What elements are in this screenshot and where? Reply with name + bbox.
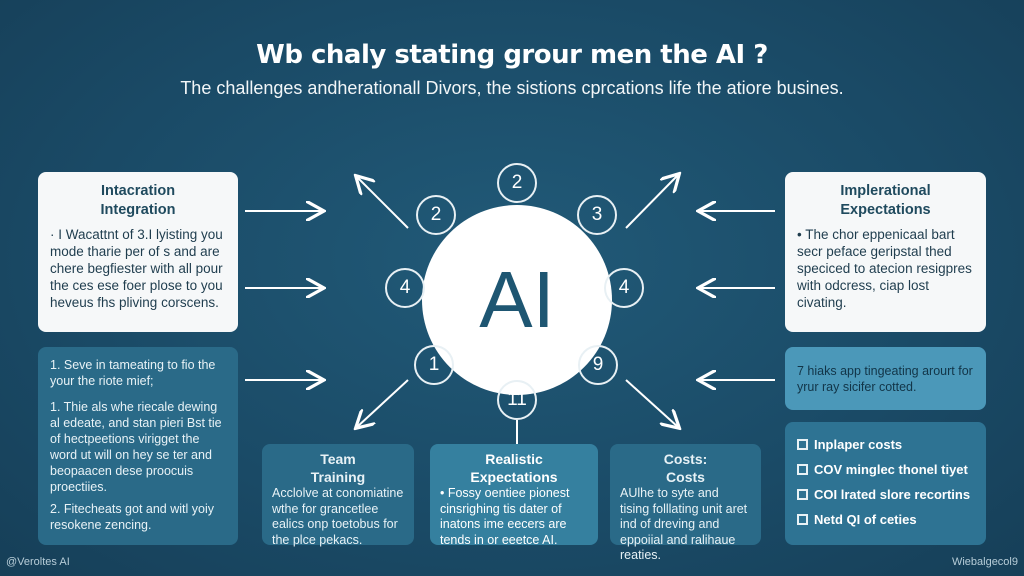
checklist-card: Inplaper costs COV minglec thonel tiyet … xyxy=(785,422,986,545)
card-title: Expectations xyxy=(840,202,931,218)
card-title: Training xyxy=(310,469,366,485)
card-body: • Fossy oentiee pionest cinsrighing tis … xyxy=(440,486,570,547)
step-text: 1. Seve in tameating to fio the your the… xyxy=(50,358,216,388)
checklist-label: COI lrated slore recortins xyxy=(814,487,971,502)
step-text: 2. Fitecheats got and witl yoiy resokene… xyxy=(50,502,214,532)
checklist-item: COV minglec thonel tiyet xyxy=(797,461,974,478)
ai-label: AI xyxy=(479,255,555,344)
costs-card: Costs: Costs AUlhe to syte and tising fol… xyxy=(610,444,761,562)
steps-card: 1. Seve in tameating to fio the your the… xyxy=(38,347,238,545)
page-title: Wb chaly stating grour men the AI ? xyxy=(256,40,768,70)
checklist-label: Inplaper costs xyxy=(814,437,903,452)
checklist-label: Netd QI of ceties xyxy=(814,512,917,527)
node-circle: 1 xyxy=(414,345,454,385)
checklist-label: COV minglec thonel tiyet xyxy=(814,462,968,477)
node-circle: 2 xyxy=(416,195,456,235)
checklist-item: COI lrated slore recortins xyxy=(797,486,974,503)
card-title: Team xyxy=(320,451,356,467)
card-body: • The chor eppenicaal bart secr peface g… xyxy=(797,227,972,310)
card-title: Realistic xyxy=(485,451,543,467)
card-title: Intacration xyxy=(100,183,176,199)
node-circle: 9 xyxy=(578,345,618,385)
arrow-diag-ul xyxy=(357,177,409,229)
node-circle: 2 xyxy=(497,163,537,203)
footer-credit: @Veroltes AI xyxy=(6,556,70,568)
step-text: 1. Thie als whe riecale dewing al edeate… xyxy=(50,400,222,494)
checkbox-icon xyxy=(797,514,808,525)
node-circle: 4 xyxy=(385,268,425,308)
node-circle: 11 xyxy=(497,380,537,420)
arrow-diag-ll xyxy=(357,379,409,427)
page-subtitle: The challenges andherationall Divors, th… xyxy=(180,78,844,98)
card-title: Implerational xyxy=(840,183,931,199)
checkbox-checked-icon xyxy=(797,464,808,475)
card-body: AUlhe to syte and tising folllating unit… xyxy=(620,486,748,562)
card-title: Costs: xyxy=(663,451,708,467)
tip-card: 7 hiaks app tingeating arourt for yrur r… xyxy=(785,347,986,410)
card-body: 7 hiaks app tingeating arourt for yrur r… xyxy=(797,364,973,394)
node-circle: 3 xyxy=(577,195,617,235)
checklist-item: Netd QI of ceties xyxy=(797,511,974,528)
arrow-diag-ur xyxy=(625,175,678,229)
checkbox-checked-icon xyxy=(797,489,808,500)
arrow-diag-lr xyxy=(625,379,678,427)
card-body: Acclolve at conomiatine wthe for grancet… xyxy=(272,486,404,547)
card-body: · I Wacattnt of 3.I lyisting you mode th… xyxy=(50,227,223,310)
card-title: Costs xyxy=(666,469,705,485)
node-circle: 4 xyxy=(604,268,644,308)
checkbox-icon xyxy=(797,439,808,450)
footer-watermark: Wiebalgecol9 xyxy=(951,556,1018,568)
checklist-item: Inplaper costs xyxy=(797,436,974,453)
card-title: Integration xyxy=(100,202,176,218)
card-title: Expectations xyxy=(470,469,558,485)
